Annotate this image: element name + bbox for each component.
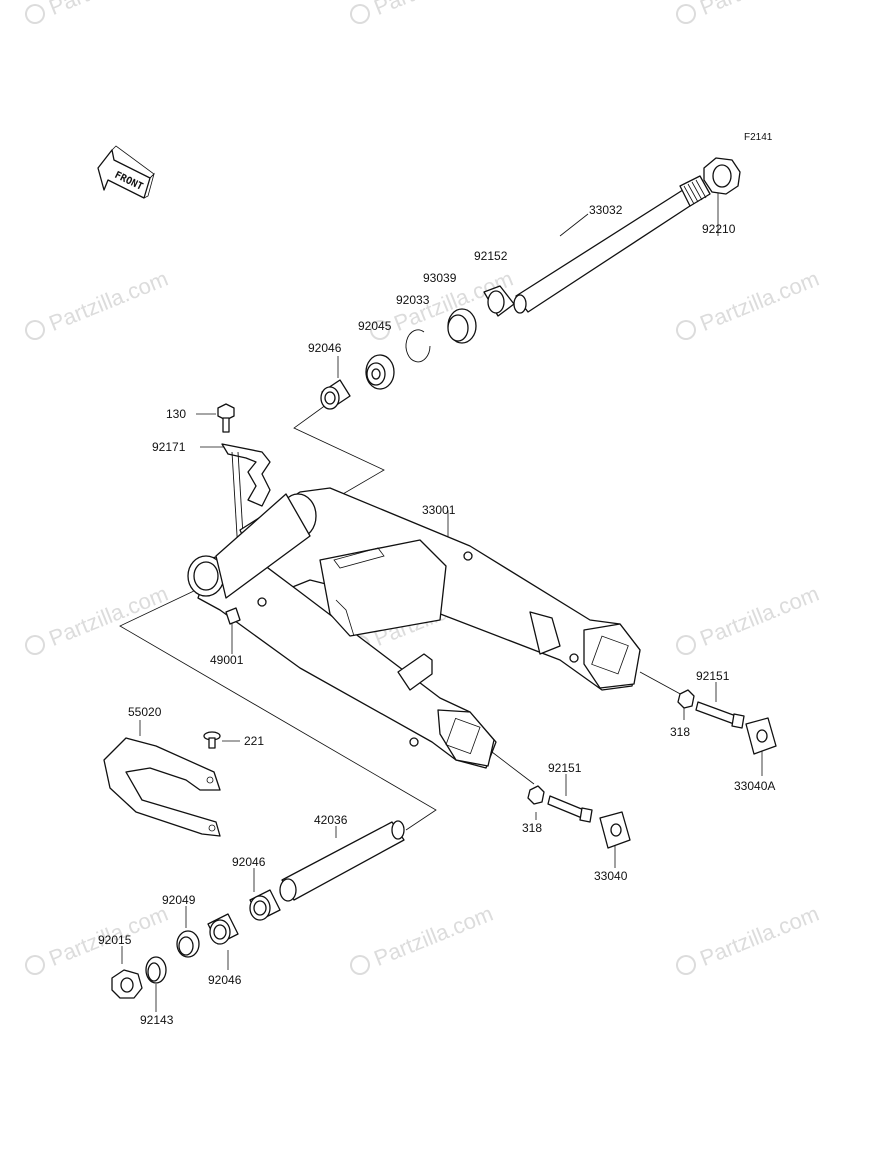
copyright-icon bbox=[676, 320, 696, 340]
watermark: Partzilla.com bbox=[676, 581, 822, 655]
label-92151-upper[interactable]: 92151 bbox=[696, 669, 730, 683]
copyright-icon bbox=[350, 955, 370, 975]
needle-bearing-92046-mid bbox=[249, 889, 281, 921]
svg-text:Partzilla.com: Partzilla.com bbox=[45, 266, 171, 336]
watermark: Partzilla.com bbox=[676, 0, 822, 24]
collar-92152 bbox=[483, 285, 515, 317]
nut-92210 bbox=[703, 157, 741, 195]
collar-92143 bbox=[145, 956, 167, 984]
bearing-92045 bbox=[365, 354, 395, 390]
seal-93039 bbox=[447, 308, 477, 344]
bolt-130 bbox=[217, 403, 235, 433]
watermark: Partzilla.com bbox=[676, 901, 822, 975]
label-92152[interactable]: 92152 bbox=[474, 249, 508, 263]
label-92171[interactable]: 92171 bbox=[152, 440, 186, 454]
copyright-icon bbox=[25, 3, 45, 24]
nut-92015 bbox=[111, 969, 143, 999]
label-55020[interactable]: 55020 bbox=[128, 705, 162, 719]
label-92045[interactable]: 92045 bbox=[358, 319, 392, 333]
copyright-icon bbox=[25, 635, 45, 655]
label-92015[interactable]: 92015 bbox=[98, 933, 132, 947]
label-33032[interactable]: 33032 bbox=[589, 203, 623, 217]
needle-bearing-92046-lower bbox=[207, 913, 239, 945]
grease-nipple-49001 bbox=[225, 607, 241, 625]
shaft-33032 bbox=[513, 175, 711, 314]
label-130[interactable]: 130 bbox=[166, 407, 186, 421]
seal-92049 bbox=[176, 930, 200, 958]
needle-bearing-92046-upper bbox=[320, 379, 351, 410]
copyright-icon bbox=[676, 3, 696, 24]
watermarks: Partzilla.com Partzilla.com Partzilla.co… bbox=[25, 0, 822, 975]
copyright-icon bbox=[350, 3, 370, 24]
label-33001[interactable]: 33001 bbox=[422, 503, 456, 517]
nut-318-upper bbox=[677, 689, 695, 709]
figure-code: F2141 bbox=[744, 132, 773, 143]
sleeve-42036 bbox=[279, 820, 405, 902]
svg-text:Partzilla.com: Partzilla.com bbox=[45, 0, 171, 20]
leader-lines bbox=[119, 190, 763, 1012]
screw-221 bbox=[203, 731, 221, 749]
label-318-lower[interactable]: 318 bbox=[522, 821, 542, 835]
label-92143[interactable]: 92143 bbox=[140, 1013, 174, 1027]
swingarm-33001 bbox=[187, 487, 641, 769]
label-318-upper[interactable]: 318 bbox=[670, 725, 690, 739]
bolt-92151-lower bbox=[547, 795, 593, 823]
svg-text:Partzilla.com: Partzilla.com bbox=[696, 266, 822, 336]
copyright-icon bbox=[676, 635, 696, 655]
label-92151-lower[interactable]: 92151 bbox=[548, 761, 582, 775]
label-92049[interactable]: 92049 bbox=[162, 893, 196, 907]
label-33040[interactable]: 33040 bbox=[594, 869, 628, 883]
adjuster-33040A bbox=[745, 717, 777, 755]
label-92046-mid[interactable]: 92046 bbox=[232, 855, 266, 869]
nut-318-lower bbox=[527, 785, 545, 805]
bolt-92151-upper bbox=[695, 701, 745, 729]
label-49001[interactable]: 49001 bbox=[210, 653, 244, 667]
watermark: Partzilla.com bbox=[350, 0, 496, 24]
part-labels: 33032 92210 92152 93039 92033 92045 9204… bbox=[98, 203, 775, 1027]
label-221[interactable]: 221 bbox=[244, 734, 264, 748]
svg-text:Partzilla.com: Partzilla.com bbox=[696, 581, 822, 651]
adjuster-33040 bbox=[599, 811, 631, 849]
svg-text:Partzilla.com: Partzilla.com bbox=[370, 901, 496, 971]
front-arrow-icon: FRONT bbox=[97, 145, 155, 199]
copyright-icon bbox=[370, 320, 390, 340]
label-92210[interactable]: 92210 bbox=[702, 222, 736, 236]
label-92033[interactable]: 92033 bbox=[396, 293, 430, 307]
watermark: Partzilla.com bbox=[25, 581, 171, 655]
chain-guard-55020 bbox=[103, 737, 221, 837]
copyright-icon bbox=[25, 955, 45, 975]
circlip-92033 bbox=[405, 329, 431, 363]
svg-text:Partzilla.com: Partzilla.com bbox=[696, 0, 822, 20]
label-33040A[interactable]: 33040A bbox=[734, 779, 775, 793]
watermark: Partzilla.com bbox=[350, 901, 496, 975]
copyright-icon bbox=[676, 955, 696, 975]
svg-text:Partzilla.com: Partzilla.com bbox=[696, 901, 822, 971]
watermark: Partzilla.com bbox=[25, 266, 171, 340]
watermark: Partzilla.com bbox=[25, 0, 171, 24]
svg-text:Partzilla.com: Partzilla.com bbox=[370, 0, 496, 20]
svg-text:Partzilla.com: Partzilla.com bbox=[45, 581, 171, 651]
copyright-icon bbox=[25, 320, 45, 340]
label-42036[interactable]: 42036 bbox=[314, 813, 348, 827]
label-93039[interactable]: 93039 bbox=[423, 271, 457, 285]
label-92046-lower[interactable]: 92046 bbox=[208, 973, 242, 987]
watermark: Partzilla.com bbox=[676, 266, 822, 340]
label-92046-upper[interactable]: 92046 bbox=[308, 341, 342, 355]
